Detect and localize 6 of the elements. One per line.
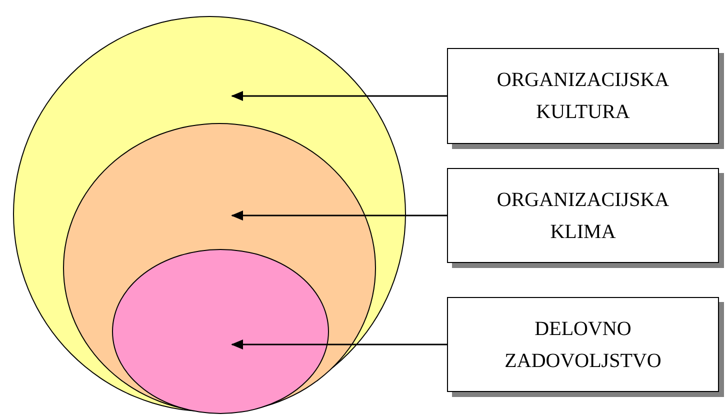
box-label: ORGANIZACIJSKA KLIMA bbox=[496, 188, 670, 244]
box-label: ORGANIZACIJSKA KULTURA bbox=[496, 68, 670, 125]
arrow bbox=[231, 210, 447, 220]
arrow bbox=[231, 340, 447, 350]
arrow bbox=[231, 91, 447, 101]
box-label: DELOVNO ZADOVOLJSTVO bbox=[504, 316, 662, 374]
